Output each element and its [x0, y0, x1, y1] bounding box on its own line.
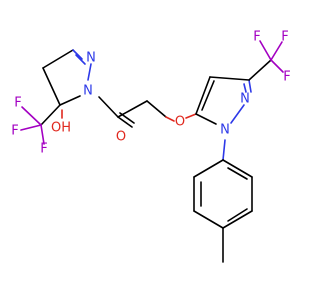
bond-c-o-double-a	[117, 116, 133, 128]
molecule-svg: N N OH O O N N F F F F F F	[11, 30, 291, 263]
atom-oh-label: OH	[51, 121, 71, 136]
bond-n2-n1	[87, 63, 92, 81]
bond-ar-inner-3	[227, 167, 248, 180]
atom-f-label: F	[253, 30, 260, 45]
bond-c5-n1	[59, 95, 81, 106]
bond-c5-c4-pz-inner	[201, 80, 215, 111]
bond-n2-n1-pz	[230, 104, 245, 124]
bond-ar-4	[222, 210, 253, 229]
bond-ar-6	[222, 159, 253, 178]
atom-f-label: F	[281, 30, 288, 45]
left-cf3-group	[20, 104, 61, 145]
bond-c3-n2-pz-b	[243, 83, 247, 93]
bond-c5-c4-pz	[195, 76, 211, 115]
bond-cf3-f2	[20, 124, 42, 131]
bond-cf3-f5	[270, 41, 283, 61]
atom-n-label: N	[240, 92, 250, 107]
atom-n-label: N	[83, 84, 93, 99]
atom-f-label: F	[40, 142, 47, 157]
bond-c4-c3-pz	[209, 76, 250, 81]
bond-c3-n2-double-b	[75, 54, 86, 65]
atom-o-label: O	[116, 130, 126, 145]
bond-cf3-f6	[270, 59, 284, 73]
bond-carbonyl-ch2	[117, 100, 148, 118]
bond-c3-n2-pz-a	[248, 79, 252, 93]
atom-o-label: O	[175, 115, 185, 130]
atom-f-label: F	[14, 96, 21, 111]
bond-ch2-o	[146, 100, 167, 118]
tolyl-ring	[193, 159, 253, 229]
right-cf3-group	[248, 40, 284, 81]
bond-o-pyrazole	[185, 113, 197, 119]
bond-c5-n1-pz	[195, 113, 217, 125]
bond-c3-cf3	[248, 59, 272, 81]
bond-cf3-f3	[40, 124, 45, 145]
dihydropyrazole-ring	[42, 49, 92, 106]
atom-f-label: F	[11, 124, 18, 139]
pyrazole-ring	[195, 76, 252, 125]
bond-c3-n2-double-a	[72, 49, 83, 60]
bond-ar-1	[193, 159, 224, 178]
bond-c4-c3	[42, 49, 74, 69]
atom-n-label: N	[86, 51, 96, 66]
bond-cf3-f4	[259, 40, 272, 61]
bond-n1-aryl	[222, 139, 226, 161]
bond-n1-carbonyl	[98, 96, 119, 118]
atom-n-label: N	[220, 123, 230, 138]
bond-cf3-f1	[21, 106, 42, 126]
bond-ar-inner-2	[227, 208, 248, 222]
bond-ch2-o-color	[165, 116, 175, 122]
atom-f-label: F	[283, 70, 290, 85]
bond-c5-cf3	[40, 104, 61, 126]
molecule-structure-diagram: N N OH O O N N F F F F F F	[11, 30, 291, 263]
bond-c5-c4	[42, 67, 61, 106]
bond-ar-3	[193, 210, 224, 229]
acyl-linker	[98, 96, 197, 128]
